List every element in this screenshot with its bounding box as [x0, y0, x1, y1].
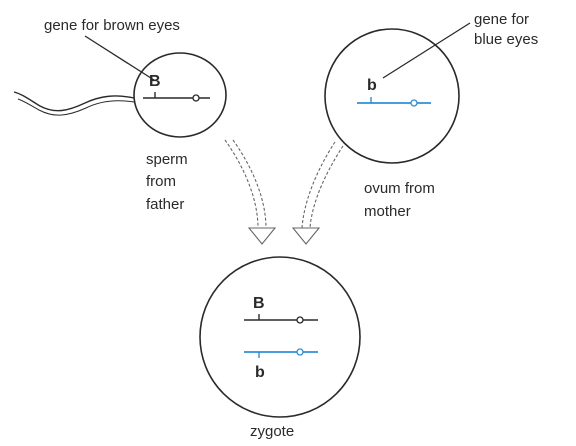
- ovum-cell: b: [324, 28, 460, 164]
- zygote-centromere-father: [296, 316, 304, 324]
- zygote-cell: B b: [199, 256, 361, 418]
- sperm-head: [133, 52, 227, 138]
- gene-blue-pointer: [382, 22, 471, 79]
- zygote-allele-father-label: B: [253, 295, 265, 312]
- gene-blue-label-line2: blue eyes: [474, 31, 538, 48]
- arrow-sperm-to-zygote: [224, 139, 277, 245]
- zygote-body: [199, 256, 361, 418]
- gene-brown-label: gene for brown eyes: [44, 17, 180, 34]
- gene-brown-pointer: [84, 35, 155, 81]
- sperm-tail: [13, 91, 135, 112]
- ovum-label-line2: mother: [364, 203, 411, 220]
- zygote-label: zygote: [250, 423, 294, 440]
- gene-blue-label-line1: gene for: [474, 11, 529, 28]
- ovum-body: [324, 28, 460, 164]
- arrow-ovum-to-zygote: [291, 141, 344, 245]
- allele-father-label: B: [149, 73, 161, 90]
- zygote-allele-mother-label: b: [255, 364, 265, 381]
- allele-mother-label: b: [367, 77, 377, 94]
- sperm-tail-inner: [17, 98, 135, 116]
- sperm-label-line1: sperm: [146, 151, 188, 168]
- zygote-centromere-mother: [296, 348, 304, 356]
- sperm-label-line3: father: [146, 196, 184, 213]
- ovum-label-line1: ovum from: [364, 180, 435, 197]
- sperm-label-line2: from: [146, 173, 176, 190]
- ovum-centromere: [410, 99, 418, 107]
- sperm-cell: B: [13, 52, 227, 138]
- sperm-centromere: [192, 94, 200, 102]
